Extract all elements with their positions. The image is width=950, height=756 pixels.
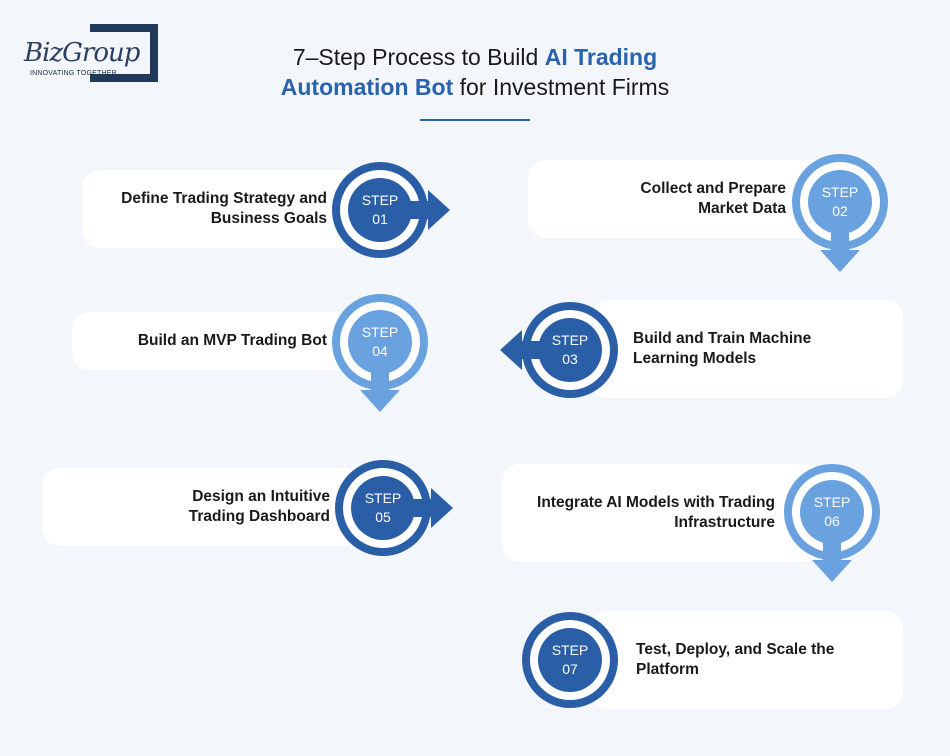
arrow-right-icon	[431, 488, 453, 528]
step-label: STEP	[813, 494, 851, 510]
step-number: 01	[372, 211, 388, 227]
page-title: 7–Step Process to Build AI Trading Autom…	[280, 44, 670, 100]
step-ring-arrow-icon	[332, 162, 450, 258]
step-badge-5: STEP 05	[303, 428, 463, 588]
step-card-1: Define Trading Strategy and Business Goa…	[82, 170, 372, 248]
step-number: 04	[372, 343, 388, 359]
step-card-5: Design an Intuitive Trading Dashboard	[42, 468, 372, 546]
step-badge-7: STEP 07	[490, 580, 650, 740]
step-badge-6: STEP 06	[752, 432, 912, 592]
step-ring-arrow-icon	[784, 464, 880, 582]
step-card-6: Integrate AI Models with Trading Infrast…	[502, 464, 822, 562]
title-underline	[420, 119, 530, 121]
step-label: STEP	[551, 642, 589, 658]
step-number: 06	[824, 513, 840, 529]
step-card-3: Build and Train Machine Learning Models	[590, 300, 903, 398]
step-label: STEP	[821, 184, 859, 200]
step-label: STEP	[361, 192, 399, 208]
logo-tagline: INNOVATING TOGETHER	[30, 70, 117, 77]
arrow-right-icon	[428, 190, 450, 230]
bizgroup-logo: BizGroup INNOVATING TOGETHER	[22, 24, 158, 84]
logo-name: BizGroup	[24, 38, 140, 68]
arrow-down-icon	[820, 250, 860, 272]
step-ring-arrow-icon	[792, 154, 888, 272]
step-label: STEP	[364, 490, 402, 506]
step-number: 03	[562, 351, 578, 367]
step-ring-arrow-icon	[500, 302, 618, 398]
arrow-left-icon	[500, 330, 522, 370]
step-ring-arrow-icon	[522, 612, 618, 708]
step-number: 05	[375, 509, 391, 525]
step-badge-4: STEP 04	[300, 262, 460, 422]
step-number: 07	[562, 661, 578, 677]
step-label: STEP	[551, 332, 589, 348]
step-ring-arrow-icon	[335, 460, 453, 556]
step-label: STEP	[361, 324, 399, 340]
step-ring-arrow-icon	[332, 294, 428, 412]
step-badge-1: STEP 01	[300, 130, 460, 290]
step-number: 02	[832, 203, 848, 219]
step-card-4: Build an MVP Trading Bot	[72, 312, 362, 370]
step-badge-3: STEP 03	[490, 270, 650, 430]
step-card-7: Test, Deploy, and Scale the Platform	[590, 611, 903, 709]
arrow-down-icon	[360, 390, 400, 412]
step-badge-2: STEP 02	[760, 122, 920, 282]
step-card-2: Collect and Prepare Market Data	[528, 160, 828, 238]
arrow-down-icon	[812, 560, 852, 582]
